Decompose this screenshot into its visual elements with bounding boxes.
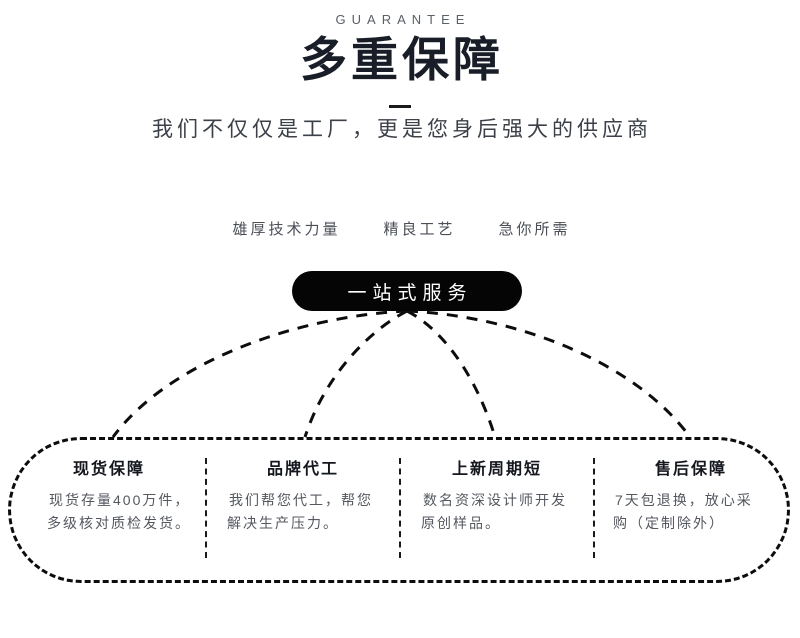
guarantee-panel: 现货保障 现货存量400万件，多级核对质检发货。 品牌代工 我们帮您代工，帮您解… (8, 437, 790, 583)
divider-dash (389, 105, 411, 109)
column-title: 现货保障 (72, 461, 145, 478)
column-title: 上新周期短 (451, 461, 542, 478)
keyword-craft: 精良工艺 (383, 221, 456, 238)
column-body: 7天包退换，放心采购（定制除外） (613, 492, 753, 531)
column-body: 我们帮您代工，帮您解决生产压力。 (227, 492, 373, 531)
eyebrow-text: GUARANTEE (335, 12, 471, 27)
keyword-technology: 雄厚技术力量 (232, 221, 341, 238)
page-subtitle: 我们不仅仅是工厂，更是您身后强大的供应商 (152, 118, 652, 142)
column-body: 数名资深设计师开发原创样品。 (421, 492, 567, 531)
column-title: 售后保障 (654, 461, 727, 478)
guarantee-column-oem: 品牌代工 我们帮您代工，帮您解决生产压力。 (205, 440, 399, 580)
column-title: 品牌代工 (266, 461, 339, 478)
guarantee-column-aftersales: 售后保障 7天包退换，放心采购（定制除外） (593, 440, 787, 580)
keyword-row: 雄厚技术力量 精良工艺 急你所需 (0, 218, 800, 239)
guarantee-column-stock: 现货保障 现货存量400万件，多级核对质检发货。 (11, 440, 205, 580)
page-title: 多重保障 (300, 33, 504, 86)
connector-curve-1 (111, 309, 408, 438)
connector-curve-3 (406, 309, 497, 438)
guarantee-column-newproduct: 上新周期短 数名资深设计师开发原创样品。 (399, 440, 593, 580)
one-stop-service-label: 一站式服务 (347, 282, 473, 304)
connector-curve-2 (303, 309, 408, 438)
one-stop-service-badge[interactable]: 一站式服务 (292, 271, 522, 311)
keyword-speed: 急你所需 (498, 221, 571, 238)
title-divider (0, 95, 800, 109)
connector-curve-4 (406, 309, 692, 438)
header: GUARANTEE 多重保障 我们不仅仅是工厂，更是您身后强大的供应商 (0, 0, 800, 143)
column-body: 现货存量400万件，多级核对质检发货。 (47, 492, 191, 531)
